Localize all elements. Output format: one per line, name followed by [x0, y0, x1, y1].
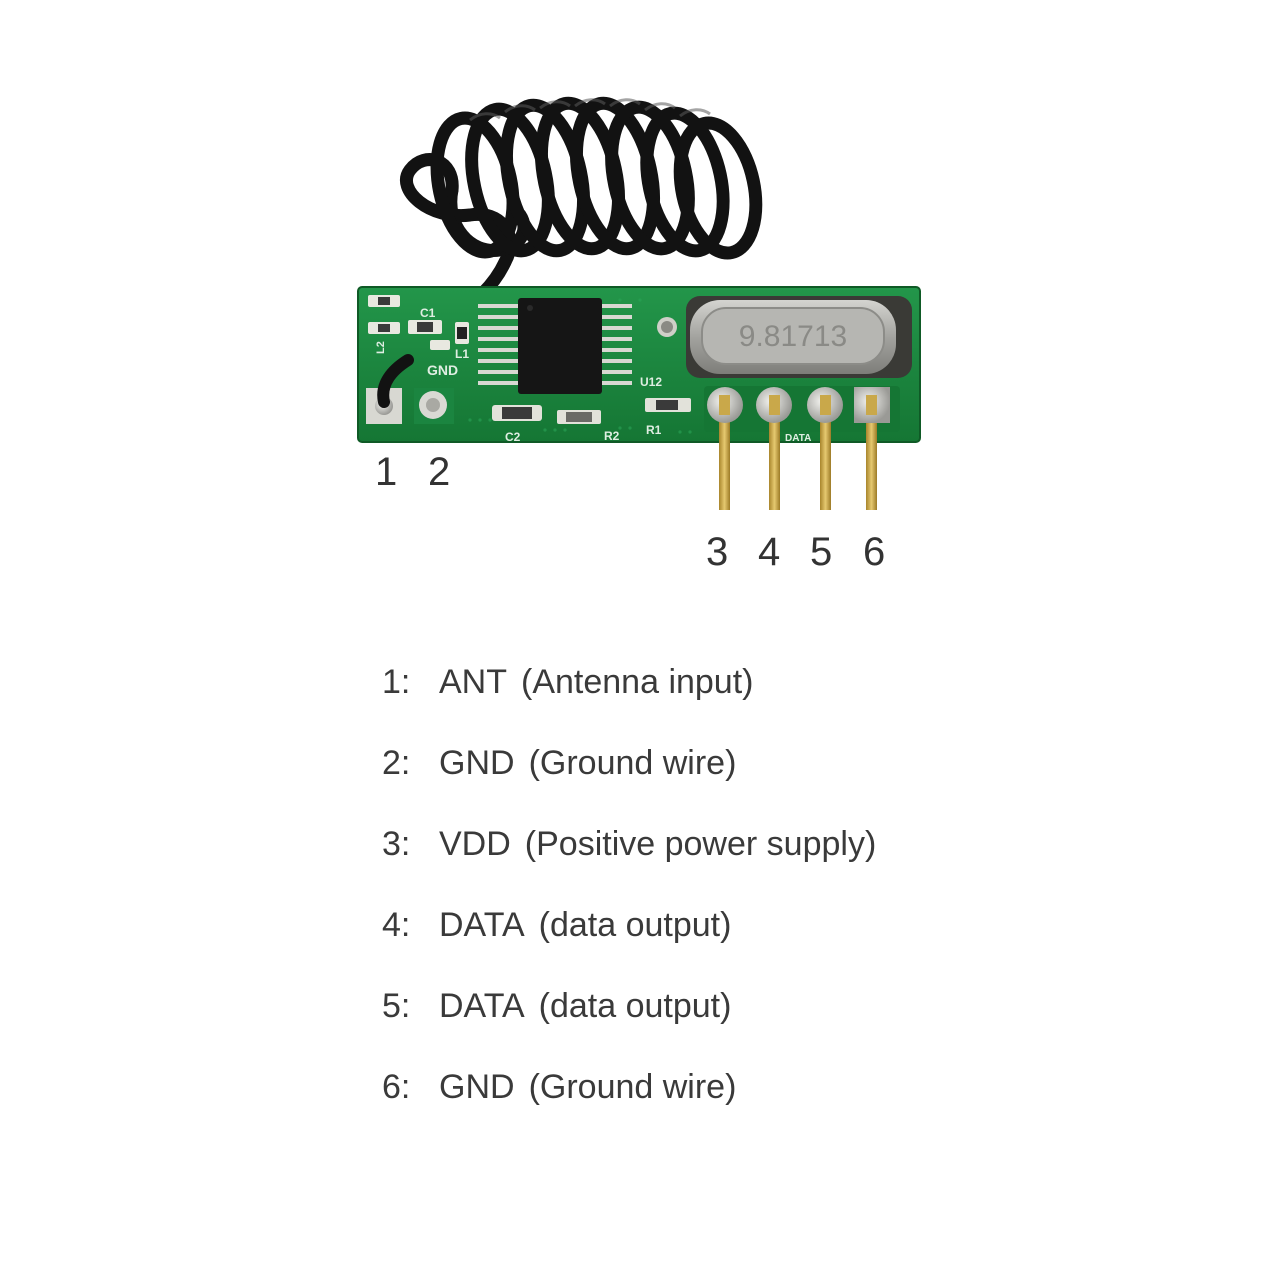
silkscreen-l1: L1 — [455, 347, 469, 361]
legend-row-4: 4: DATA (data output) — [382, 903, 1242, 984]
legend-description: (data output) — [538, 987, 732, 1025]
pin-number-6: 6 — [863, 530, 886, 574]
silkscreen-r1: R1 — [646, 423, 662, 437]
silkscreen-l2: L2 — [375, 341, 387, 354]
coil-highlights — [469, 98, 711, 122]
gnd-pad — [414, 388, 454, 424]
pin-number-3: 3 — [706, 530, 729, 574]
legend-signal-name: DATA — [439, 906, 525, 944]
legend-signal-name: ANT — [439, 663, 507, 701]
pin-legend: 1: ANT (Antenna input) 2: GND (Ground wi… — [382, 660, 1242, 1146]
silkscreen-gnd: GND — [427, 362, 458, 378]
pin-number-1: 1 — [375, 450, 398, 494]
pcb-board: GND C1 L1 L2 U12 C2 R2 R1 DATA — [357, 286, 921, 444]
legend-description: (Ground wire) — [528, 1068, 737, 1106]
legend-pin-number: 4: — [382, 906, 411, 944]
header-pins — [704, 386, 900, 510]
legend-row-6: 6: GND (Ground wire) — [382, 1065, 1242, 1146]
legend-row-1: 1: ANT (Antenna input) — [382, 660, 1242, 741]
legend-pin-number: 1: — [382, 663, 411, 701]
silkscreen-c1: C1 — [420, 306, 436, 320]
legend-signal-name: GND — [439, 744, 515, 782]
silkscreen-c2: C2 — [505, 430, 521, 444]
crystal-marking: 9.81713 — [739, 320, 847, 353]
legend-pin-number: 3: — [382, 825, 411, 863]
crystal-oscillator: 9.81713 — [686, 296, 912, 378]
legend-description: (data output) — [538, 906, 732, 944]
legend-pin-number: 5: — [382, 987, 411, 1025]
legend-pin-number: 2: — [382, 744, 411, 782]
silkscreen-data: DATA — [785, 433, 811, 444]
pin-number-2: 2 — [428, 450, 451, 494]
coiled-antenna-wire — [378, 96, 763, 405]
legend-description: (Ground wire) — [528, 744, 737, 782]
legend-pin-number: 6: — [382, 1068, 411, 1106]
legend-signal-name: GND — [439, 1068, 515, 1106]
silkscreen-u12: U12 — [640, 375, 662, 389]
legend-description: (Positive power supply) — [524, 825, 877, 863]
legend-signal-name: DATA — [439, 987, 525, 1025]
legend-row-2: 2: GND (Ground wire) — [382, 741, 1242, 822]
pin-number-4: 4 — [758, 530, 781, 574]
legend-signal-name: VDD — [439, 825, 511, 863]
pin-number-5: 5 — [810, 530, 833, 574]
legend-row-5: 5: DATA (data output) — [382, 984, 1242, 1065]
ic-chip — [478, 298, 632, 394]
legend-row-3: 3: VDD (Positive power supply) — [382, 822, 1242, 903]
silkscreen-r2: R2 — [604, 429, 620, 443]
legend-description: (Antenna input) — [521, 663, 754, 701]
rf-module-illustration: GND C1 L1 L2 U12 C2 R2 R1 DATA — [357, 96, 921, 510]
